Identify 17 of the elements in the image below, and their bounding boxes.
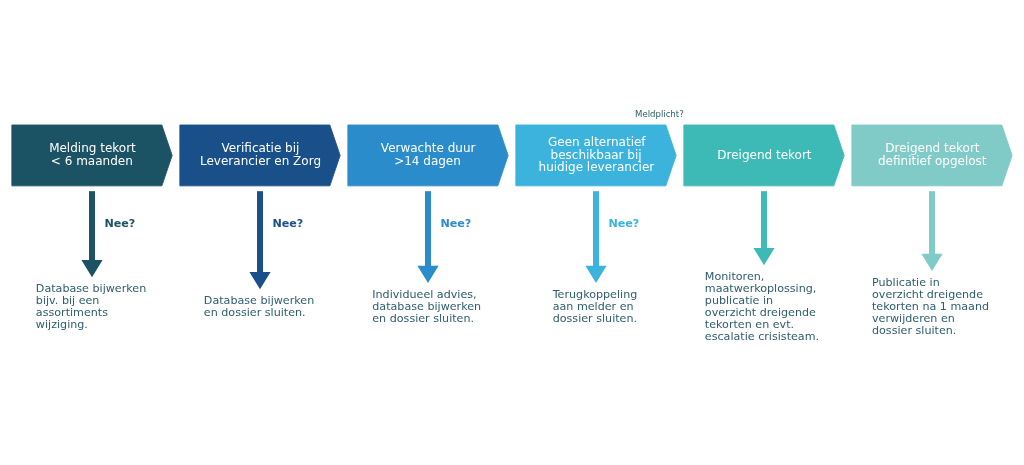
- node-text: Database bijwerken bijv. bij een assortiments wijziging.: [35, 281, 147, 331]
- edge-label: Nee?: [440, 216, 472, 230]
- arrow: [81, 190, 103, 277]
- arrow: [585, 190, 607, 283]
- edge-label: Nee?: [272, 216, 304, 230]
- arrow: [753, 190, 775, 265]
- arrow: [417, 190, 439, 283]
- arrow: [249, 190, 271, 289]
- arrow: [921, 190, 943, 271]
- node-text: Terugkoppeling aan melder en dossier sluiten.: [552, 287, 638, 325]
- node-text: Database bijwerken en dossier sluiten.: [203, 293, 315, 319]
- edge-label: Nee?: [104, 216, 136, 230]
- edge-label: Nee?: [608, 216, 640, 230]
- node-text: Publicatie in overzicht dreigende tekorten na 1 maand verwijderen en dossier sluiten.: [872, 275, 990, 337]
- node-text: Monitoren, maatwerkoplossing, publicatie in overzicht dreigende tekorten en evt. escalatie crisisteam.: [704, 269, 820, 343]
- node-label: Meldplicht?: [635, 108, 684, 119]
- node-text: Individueel advies, database bijwerken en dossier sluiten.: [372, 287, 482, 325]
